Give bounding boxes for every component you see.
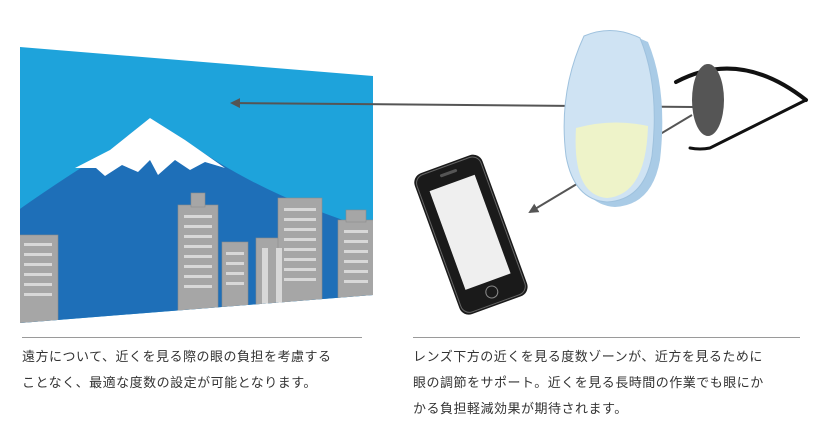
right-caption-line-1: レンズ下方の近くを見る度数ゾーンが、近方を見るために (413, 350, 763, 365)
eye-icon (674, 64, 808, 151)
smartphone-icon (414, 154, 528, 315)
right-caption: レンズ下方の近くを見る度数ゾーンが、近方を見るために 眼の調節をサポート。近くを… (413, 345, 764, 423)
lens-near-zone (575, 122, 648, 198)
building-windows (24, 208, 368, 318)
right-caption-divider (413, 337, 800, 338)
right-caption-line-2: 眼の調節をサポート。近くを見る長時間の作業でも眼にか (413, 376, 764, 391)
left-caption-divider (22, 337, 362, 338)
eye-iris (692, 64, 724, 136)
distant-scenery (20, 47, 373, 323)
mountain-snowcap (75, 118, 225, 176)
left-caption: 遠方について、近くを見る際の眼の負担を考慮する ことなく、最適な度数の設定が可能… (22, 345, 331, 397)
right-caption-line-3: かる負担軽減効果が期待されます。 (413, 402, 628, 417)
left-caption-line-1: 遠方について、近くを見る際の眼の負担を考慮する (22, 350, 332, 365)
left-caption-line-2: ことなく、最適な度数の設定が可能となります。 (22, 376, 317, 391)
progressive-lens (563, 30, 663, 207)
